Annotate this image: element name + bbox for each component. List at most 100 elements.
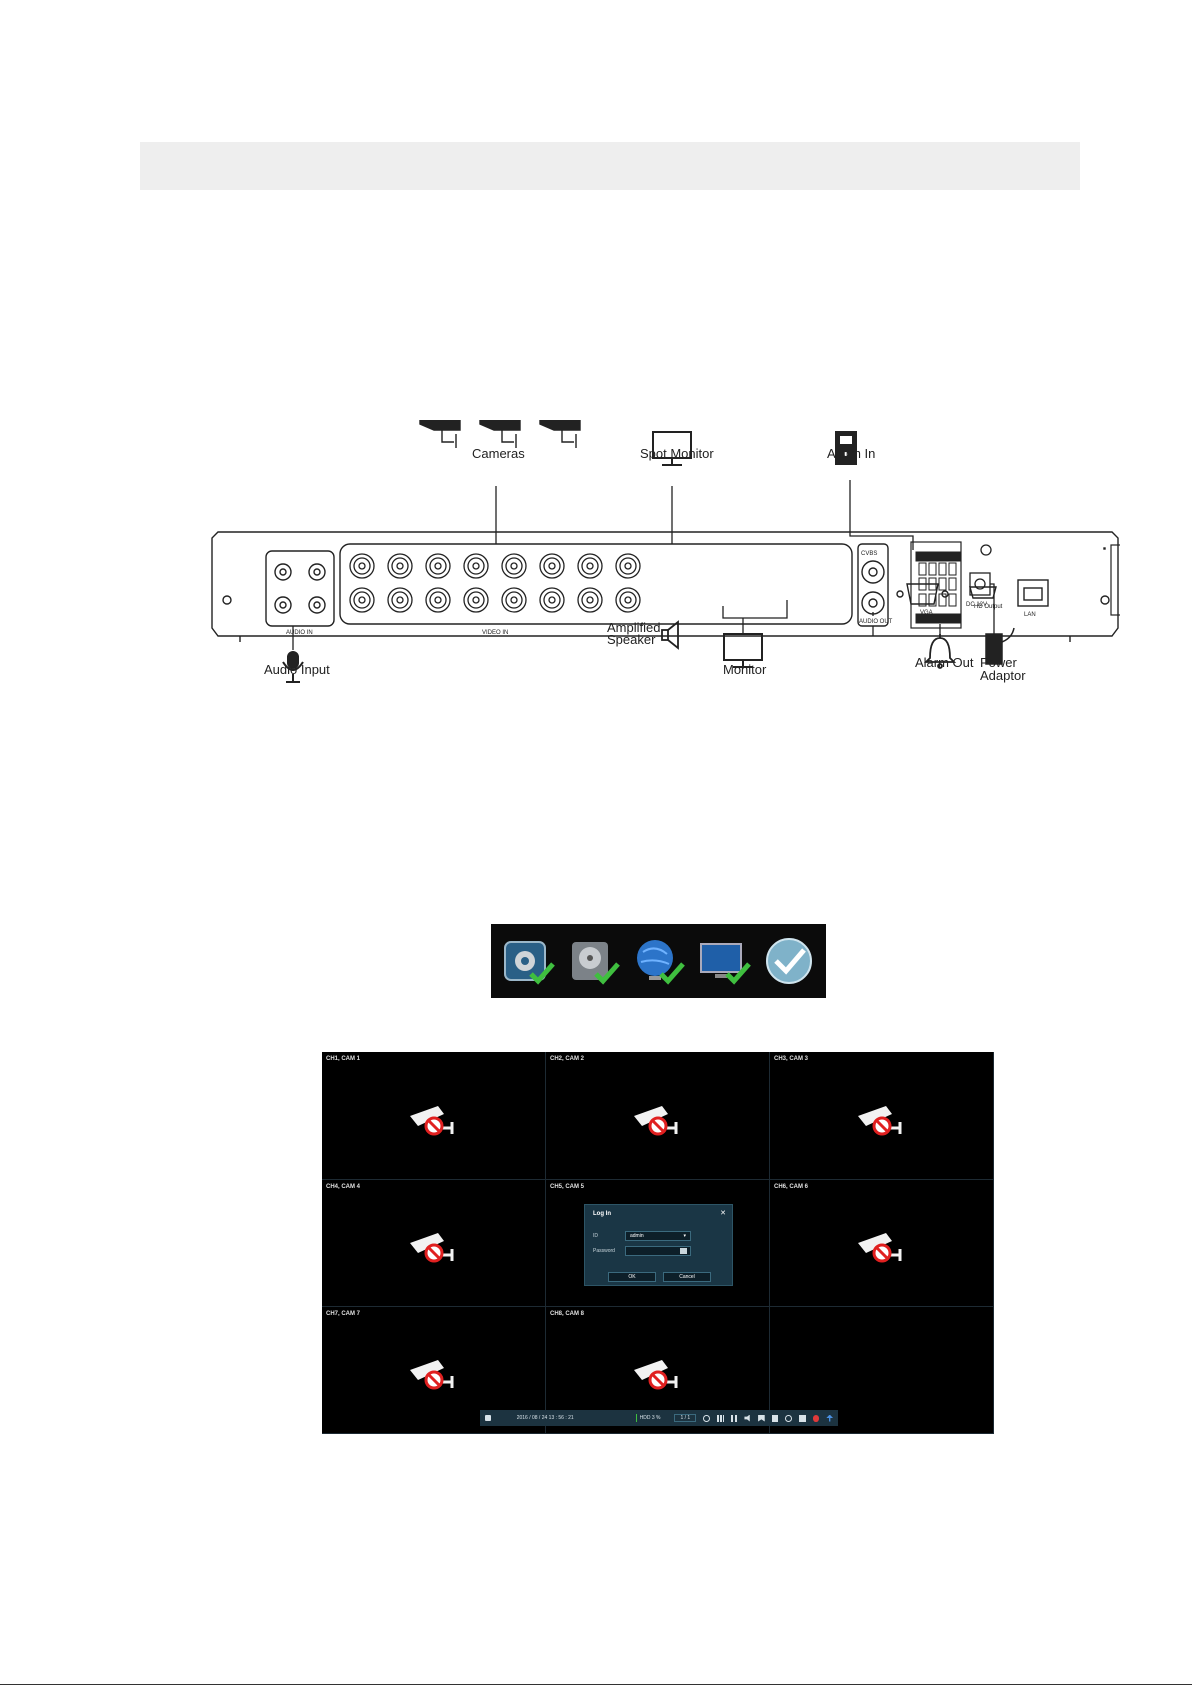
video-in-connector bbox=[543, 591, 561, 609]
camera-cell[interactable]: CH1, CAM 1 bbox=[322, 1052, 546, 1180]
video-in-connector bbox=[467, 591, 485, 609]
cancel-button[interactable]: Cancel bbox=[663, 1272, 711, 1282]
login-dialog: Log In ✕ ID admin▾ Password OK Cancel bbox=[584, 1204, 733, 1286]
video-in-connector bbox=[472, 562, 480, 570]
settings-check-icon bbox=[501, 934, 555, 988]
video-in-panel-label: VIDEO IN bbox=[482, 630, 508, 636]
video-in-connector bbox=[510, 596, 518, 604]
video-in-connector bbox=[548, 596, 556, 604]
hd-output-panel-label: HD Output bbox=[974, 604, 1003, 610]
ok-button[interactable]: OK bbox=[608, 1272, 656, 1282]
hdd-indicator bbox=[635, 1414, 637, 1422]
camera-cell[interactable] bbox=[770, 1307, 994, 1434]
login-title: Log In bbox=[593, 1211, 611, 1217]
monitor-check-icon bbox=[697, 934, 751, 988]
pause-icon[interactable] bbox=[730, 1414, 738, 1422]
video-in-connector bbox=[615, 587, 641, 613]
audio-input-label: Audio Input bbox=[264, 662, 330, 677]
datetime-readout: 2016 / 08 / 24 13 : 56 : 21 bbox=[516, 1415, 574, 1421]
camera-cell-label: CH6, CAM 6 bbox=[774, 1184, 809, 1190]
no-camera-icon bbox=[852, 1229, 912, 1271]
video-in-connector bbox=[581, 557, 599, 575]
video-in-connector bbox=[396, 596, 404, 604]
camera-grid: CH1, CAM 1 CH2, CAM 2 CH3, CAM 3 CH4, CAM 4… bbox=[322, 1052, 994, 1434]
video-in-connector bbox=[429, 591, 447, 609]
camera-mount-icon bbox=[561, 430, 577, 448]
camera-cell[interactable]: CH6, CAM 6 bbox=[770, 1180, 994, 1307]
camera-cell-label: CH7, CAM 7 bbox=[326, 1311, 361, 1317]
video-in-connector bbox=[349, 587, 375, 613]
search-icon[interactable] bbox=[785, 1414, 793, 1422]
camera-cell-label: CH1, CAM 1 bbox=[326, 1056, 361, 1062]
video-in-connector bbox=[429, 557, 447, 575]
bookmark-icon[interactable] bbox=[758, 1414, 765, 1422]
video-in-connector bbox=[463, 553, 489, 579]
no-camera-icon bbox=[404, 1356, 464, 1398]
camera-icon bbox=[419, 420, 461, 431]
camera-cell-label: CH5, CAM 5 bbox=[550, 1184, 585, 1190]
section-header-band bbox=[140, 142, 1080, 190]
camera-cell[interactable]: CH7, CAM 7 bbox=[322, 1307, 546, 1434]
hdd-check-icon bbox=[566, 934, 620, 988]
id-select[interactable]: admin▾ bbox=[625, 1231, 691, 1241]
video-in-connector bbox=[505, 557, 523, 575]
monitor-label: Monitor bbox=[723, 662, 767, 677]
no-camera-icon bbox=[628, 1356, 688, 1398]
camera-cell[interactable]: CH5, CAM 5 bbox=[546, 1180, 770, 1307]
export-icon[interactable] bbox=[799, 1414, 806, 1422]
video-in-connector bbox=[463, 587, 489, 613]
camera-mount-icon bbox=[501, 430, 517, 448]
camera-cell-label: CH8, CAM 8 bbox=[550, 1311, 585, 1317]
video-in-connector bbox=[510, 562, 518, 570]
setup-status-strip bbox=[491, 924, 826, 998]
amplified-label: Amplified bbox=[607, 620, 660, 635]
camera-cell-label: CH2, CAM 2 bbox=[550, 1056, 585, 1062]
video-in-connector bbox=[387, 553, 413, 579]
video-in-connector bbox=[353, 557, 371, 575]
refresh-icon[interactable] bbox=[703, 1414, 710, 1422]
video-in-connector bbox=[358, 596, 366, 604]
video-in-connector bbox=[539, 587, 565, 613]
hdd-usage: HDD 3 % bbox=[639, 1415, 661, 1421]
rear-panel-diagram: Cameras Spot Monitor Alarm In Audio Inpu… bbox=[200, 420, 1120, 740]
video-in-connector bbox=[581, 591, 599, 609]
save-icon[interactable] bbox=[771, 1414, 779, 1422]
camera-cell[interactable]: CH2, CAM 2 bbox=[546, 1052, 770, 1180]
video-in-connector bbox=[358, 562, 366, 570]
password-label: Password bbox=[593, 1248, 615, 1254]
video-in-connector bbox=[619, 557, 637, 575]
cameras-label: Cameras bbox=[472, 446, 525, 461]
audio-out-panel-label: AUDIO OUT bbox=[859, 619, 893, 625]
video-in-connector bbox=[425, 553, 451, 579]
camera-cell-label: CH3, CAM 3 bbox=[774, 1056, 809, 1062]
video-in-connector bbox=[425, 587, 451, 613]
close-icon[interactable]: ✕ bbox=[720, 1210, 726, 1217]
password-field[interactable] bbox=[625, 1246, 691, 1256]
video-in-connector bbox=[539, 553, 565, 579]
camera-cell-label: CH4, CAM 4 bbox=[326, 1184, 361, 1190]
alarm-out-label: Alarm Out bbox=[915, 655, 974, 670]
video-in-connector bbox=[586, 562, 594, 570]
video-in-connector bbox=[467, 557, 485, 575]
camera-cell[interactable]: CH8, CAM 8 bbox=[546, 1307, 770, 1434]
video-in-connector bbox=[472, 596, 480, 604]
video-in-connector bbox=[501, 553, 527, 579]
video-in-connector bbox=[624, 596, 632, 604]
dc-panel-label: DC 12V bbox=[966, 602, 987, 608]
no-camera-icon bbox=[852, 1102, 912, 1144]
record-icon[interactable] bbox=[812, 1414, 820, 1422]
camera-cell[interactable]: CH4, CAM 4 bbox=[322, 1180, 546, 1307]
arrow-up-icon[interactable] bbox=[826, 1414, 834, 1422]
camera-cell[interactable]: CH3, CAM 3 bbox=[770, 1052, 994, 1180]
adaptor-label: Adaptor bbox=[980, 668, 1026, 683]
mute-icon[interactable] bbox=[744, 1414, 750, 1422]
video-in-connector bbox=[619, 591, 637, 609]
camera-icon bbox=[539, 420, 581, 431]
page-indicator[interactable]: 1 / 1 bbox=[674, 1414, 697, 1422]
video-in-connector bbox=[543, 557, 561, 575]
lock-icon[interactable] bbox=[485, 1415, 491, 1421]
no-camera-icon bbox=[404, 1102, 464, 1144]
keyboard-icon[interactable] bbox=[680, 1248, 687, 1254]
video-in-connector bbox=[434, 596, 442, 604]
layout-grid-icon[interactable] bbox=[716, 1414, 724, 1422]
